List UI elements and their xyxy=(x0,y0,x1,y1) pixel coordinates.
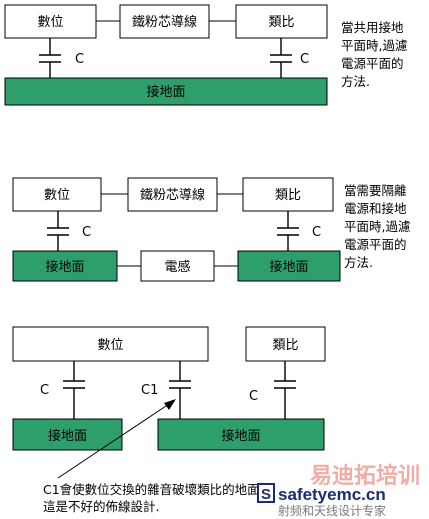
analog-block xyxy=(235,4,328,39)
svg-text:當需要隔離: 當需要隔離 xyxy=(344,183,407,198)
ground-plane xyxy=(4,77,328,106)
svg-text:平面時,過濾: 平面時,過濾 xyxy=(344,219,411,234)
diagram-1: 數位 鐵粉芯導線 類比 C C 接地面 當共用接地 平面時,過濾 電源平面的 方… xyxy=(4,4,408,106)
analog-label: 類比 xyxy=(272,338,298,353)
capacitor-right xyxy=(274,361,296,419)
analog-label: 類比 xyxy=(268,15,294,30)
svg-text:電源平面的: 電源平面的 xyxy=(344,237,407,252)
capacitor-right-label: C xyxy=(312,225,321,240)
inductor-block xyxy=(140,250,215,282)
svg-text:電源和接地: 電源和接地 xyxy=(344,201,407,216)
analog-block xyxy=(242,177,334,212)
ground-plane-left xyxy=(12,418,123,451)
ground-plane-label: 接地面 xyxy=(146,84,185,100)
note-1: 當共用接地 平面時,過濾 電源平面的 方法. xyxy=(341,20,408,89)
svg-text:當共用接地: 當共用接地 xyxy=(341,20,404,35)
watermark-site: safetyemc.cn xyxy=(278,485,386,504)
svg-text:方法.: 方法. xyxy=(344,255,373,270)
analog-label: 類比 xyxy=(275,188,301,203)
digital-block xyxy=(12,326,209,362)
watermark-sub: 射频和天线设计专家 xyxy=(278,503,386,518)
ferrite-bead-label: 鐵粉芯導線 xyxy=(140,187,205,203)
ground-plane-right xyxy=(157,418,325,451)
digital-label: 數位 xyxy=(97,338,123,353)
capacitor-right xyxy=(277,211,299,251)
ferrite-bead-label: 鐵粉芯導線 xyxy=(132,14,197,30)
ground-plane-right xyxy=(237,250,341,282)
digital-block xyxy=(4,4,97,39)
analog-block xyxy=(245,326,326,362)
watermark-cn: 易迪拓培训 xyxy=(310,463,420,489)
ferrite-bead-block xyxy=(119,4,210,39)
capacitor-left xyxy=(63,361,85,419)
watermark-logo-letter: S xyxy=(261,486,271,503)
svg-text:這是不好的佈線設計.: 這是不好的佈線設計. xyxy=(43,499,159,514)
capacitor-left xyxy=(39,38,61,78)
capacitor-right-label: C xyxy=(300,52,309,67)
capacitor-left-label: C xyxy=(82,225,91,240)
ground-plane-left-label: 接地面 xyxy=(45,259,84,275)
capacitor-c1-label: C1 xyxy=(141,383,158,398)
capacitor-c1 xyxy=(169,361,191,419)
ferrite-bead-block xyxy=(127,177,218,212)
capacitor-left-label: C xyxy=(40,383,49,398)
diagram-3: 數位 類比 C C1 C 接地面 接地面 xyxy=(12,326,326,514)
svg-text:C1會使數位交換的雜音破壞類比的地面.: C1會使數位交換的雜音破壞類比的地面. xyxy=(43,482,264,497)
svg-text:平面時,過濾: 平面時,過濾 xyxy=(341,38,408,53)
note-2: 當需要隔離 電源和接地 平面時,過濾 電源平面的 方法. xyxy=(344,183,411,270)
diagram-2: 數位 鐵粉芯導線 類比 C C 接地面 電感 接地面 當需要隔離 電源和接地 xyxy=(12,177,411,282)
svg-text:方法.: 方法. xyxy=(341,74,370,89)
digital-label: 數位 xyxy=(37,15,63,30)
watermark-logo-icon xyxy=(257,483,275,503)
digital-block xyxy=(12,177,102,212)
capacitor-right-label: C xyxy=(249,389,258,404)
note-3: C1會使數位交換的雜音破壞類比的地面. 這是不好的佈線設計. xyxy=(43,482,264,514)
svg-text:電源平面的: 電源平面的 xyxy=(341,56,404,71)
capacitor-left xyxy=(47,211,69,251)
capacitor-right xyxy=(270,38,292,78)
ground-plane-left-label: 接地面 xyxy=(48,428,87,444)
capacitor-left-label: C xyxy=(75,52,84,67)
ground-plane-right-label: 接地面 xyxy=(269,259,308,275)
ground-plane-right-label: 接地面 xyxy=(221,428,260,444)
ground-plane-left xyxy=(12,250,118,282)
annotation-arrow xyxy=(57,399,176,479)
digital-label: 數位 xyxy=(44,188,70,203)
inductor-label: 電感 xyxy=(164,259,190,275)
watermark: 易迪拓培训 S safetyemc.cn 射频和天线设计专家 xyxy=(257,463,420,518)
